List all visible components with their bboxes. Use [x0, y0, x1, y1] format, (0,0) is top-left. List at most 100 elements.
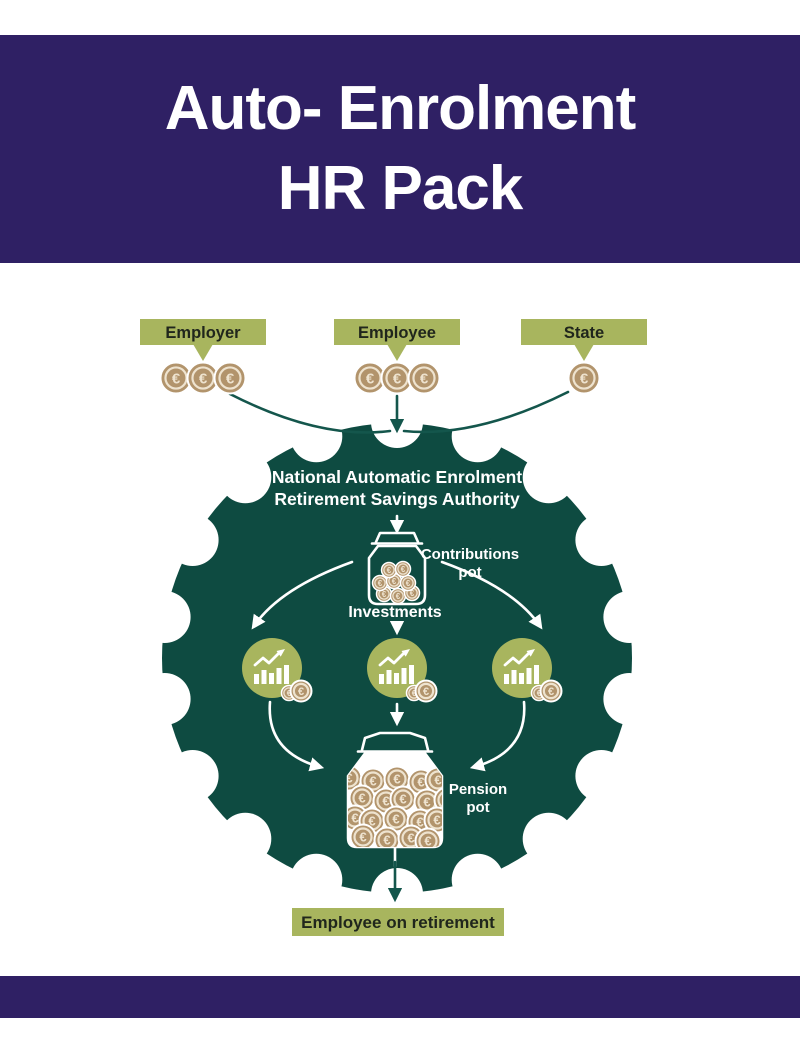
authority-name-line-2: Retirement Savings Authority	[274, 489, 520, 509]
pension-jar-icon: €€€€€€€€€€€€€€€€€€€	[345, 731, 444, 849]
contributions-pot-label-line-1: Contributions	[421, 546, 519, 563]
euro-symbol: €	[410, 589, 415, 598]
euro-coin-icon: €	[349, 823, 377, 847]
euro-symbol: €	[383, 833, 390, 848]
authority-name-line-1: National Automatic Enrolment	[272, 467, 522, 487]
gear-notch	[575, 750, 628, 802]
gear-notch	[451, 853, 504, 906]
euro-symbol: €	[423, 795, 430, 810]
gear-notch	[166, 750, 219, 802]
gear-notch	[451, 410, 504, 463]
source-state: State €	[521, 319, 647, 395]
source-label-box	[521, 319, 647, 345]
euro-symbol: €	[358, 791, 365, 806]
source-label-tail	[193, 344, 213, 361]
euro-symbol: €	[368, 814, 375, 829]
source-label-box	[140, 319, 266, 345]
euro-symbol: €	[382, 590, 387, 599]
euro-coin-icon: €	[371, 574, 389, 592]
euro-coin-icon: €	[567, 361, 601, 395]
source-label: Employee	[358, 324, 436, 342]
euro-symbol: €	[420, 370, 429, 387]
euro-symbol: €	[548, 686, 554, 698]
auto-enrolment-flow-diagram: Employer€€€Employee€€€State€ National Au…	[138, 319, 656, 936]
source-label: State	[564, 324, 604, 342]
euro-coin-icon: €	[539, 679, 563, 703]
jar-lid	[374, 531, 420, 544]
euro-coin-icon: €	[389, 587, 407, 605]
euro-symbol: €	[378, 579, 383, 588]
savings-jar-icon: €€€€€€€€	[367, 531, 427, 606]
euro-symbol: €	[366, 370, 375, 387]
investments-label: Investments	[348, 604, 441, 621]
source-employee: Employee € € €	[334, 319, 460, 395]
gear-notch	[522, 451, 575, 504]
euro-symbol: €	[382, 794, 389, 809]
header-band: Auto- Enrolment HR Pack	[0, 35, 800, 263]
euro-symbol: €	[298, 686, 304, 698]
investment-fund-icon: €€	[242, 638, 313, 703]
euro-symbol: €	[434, 773, 441, 788]
gear-notch	[166, 514, 219, 566]
euro-symbol: €	[416, 815, 423, 830]
euro-symbol: €	[423, 686, 429, 698]
gear-notch	[290, 853, 343, 906]
euro-symbol: €	[172, 370, 181, 387]
gear-notch	[219, 812, 272, 865]
euro-symbol: €	[359, 830, 366, 845]
gear-notch	[522, 812, 575, 865]
gear-notch	[219, 451, 272, 504]
investment-fund-icon: €€	[492, 638, 563, 703]
pension-pot-label-line-2: pot	[466, 799, 489, 816]
pot-lid	[360, 731, 430, 752]
euro-symbol: €	[393, 370, 402, 387]
euro-symbol: €	[345, 771, 352, 786]
euro-symbol: €	[417, 775, 424, 790]
jar-body	[367, 544, 427, 606]
gear-notch	[603, 591, 656, 643]
euro-symbol: €	[392, 812, 399, 827]
euro-coin-icon: €	[373, 826, 401, 848]
gear-notch	[138, 591, 191, 643]
euro-symbol: €	[392, 577, 397, 586]
euro-symbol: €	[424, 834, 431, 849]
euro-coin-icon: €	[213, 361, 247, 395]
investment-fund-icon: €€	[367, 638, 438, 703]
state-flow-line	[402, 390, 570, 434]
euro-symbol: €	[537, 689, 542, 698]
growth-chart-icon	[378, 649, 414, 684]
euro-coin-icon: €	[380, 561, 398, 579]
euro-symbol: €	[351, 811, 358, 826]
euro-coin-icon: €	[394, 560, 412, 578]
euro-symbol: €	[407, 831, 414, 846]
euro-symbol: €	[393, 772, 400, 787]
page-title-line-2: HR Pack	[277, 154, 524, 223]
right-fund-to-pot-arrow	[469, 700, 526, 772]
growth-chart-icon	[503, 649, 539, 684]
gear-notch	[138, 673, 191, 725]
euro-symbol: €	[396, 592, 401, 601]
outcome-label: Employee on retirement	[301, 913, 495, 932]
euro-symbol: €	[580, 370, 589, 387]
to-left-fund-arrow	[251, 560, 354, 630]
euro-symbol: €	[226, 370, 235, 387]
source-label-tail	[387, 344, 407, 361]
euro-symbol: €	[399, 792, 406, 807]
source-label-box	[334, 319, 460, 345]
gear-notch	[290, 410, 343, 463]
euro-symbol: €	[287, 689, 292, 698]
euro-coin-icon: €	[399, 574, 417, 592]
euro-coin-icon: €	[407, 361, 441, 395]
source-label: Employer	[165, 324, 241, 342]
euro-symbol: €	[412, 689, 417, 698]
euro-symbol: €	[401, 565, 406, 574]
pension-pot-label-line-1: Pension	[449, 781, 507, 798]
euro-coin-icon: €	[433, 786, 442, 814]
gear-notch	[603, 673, 656, 725]
growth-chart-icon	[253, 649, 289, 684]
left-fund-to-pot-arrow	[268, 700, 325, 772]
euro-symbol: €	[369, 774, 376, 789]
euro-symbol: €	[387, 566, 392, 575]
gear-notch	[575, 514, 628, 566]
